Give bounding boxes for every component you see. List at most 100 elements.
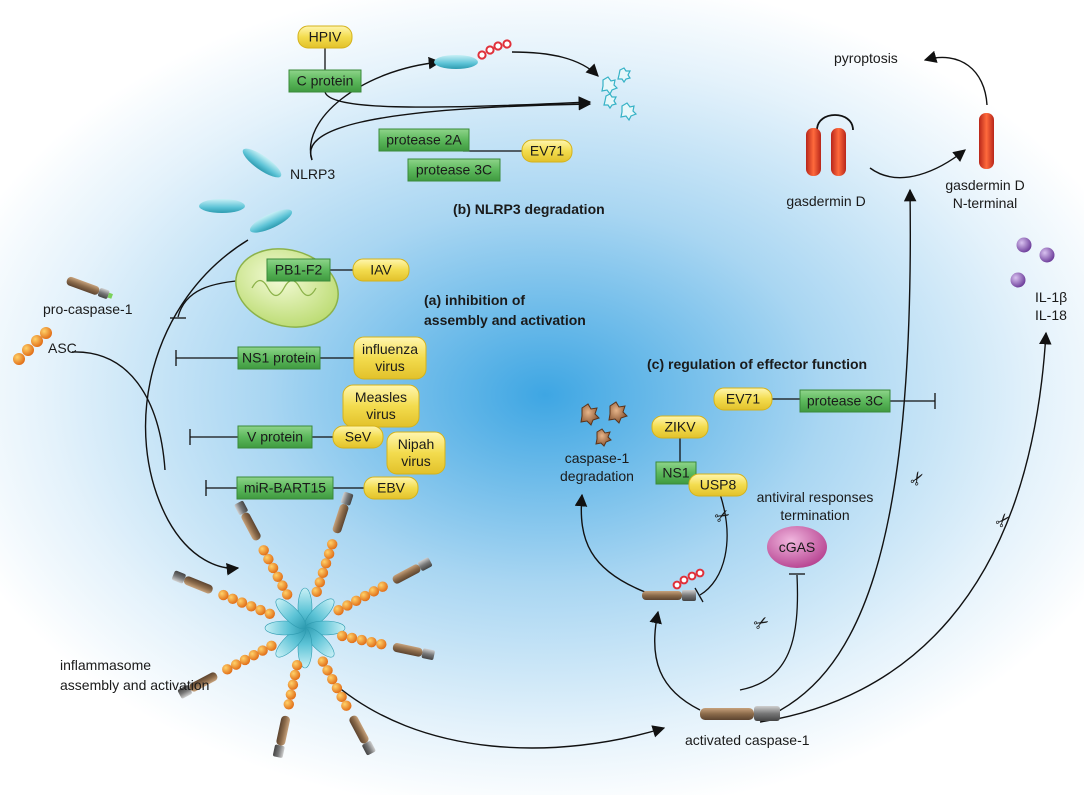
text-labels: NLRP3 pro-caspase-1 ASC (b) NLRP3 degrad… (43, 50, 1067, 748)
caspase-to-gasdermin-arrow (759, 188, 917, 721)
asc-bead (326, 539, 338, 550)
hpiv-box: HPIV (297, 25, 353, 49)
mir-bart15-box-text: miR-BART15 (244, 480, 326, 496)
pb1-f2-box: PB1-F2 (266, 258, 331, 282)
asc-bead (258, 545, 269, 556)
usp8-box: USP8 (688, 473, 748, 497)
caspase-degradation-line1: caspase-1 (565, 450, 630, 466)
gasdermin-cleavage-arrow (869, 149, 966, 179)
pro-caspase-1-icon (66, 276, 113, 299)
zikv-box-text: ZIKV (664, 419, 696, 435)
protease-3c-mid-box: protease 3C (799, 389, 891, 413)
asc-bead (351, 595, 362, 606)
nterm-to-pyroptosis-arrow (923, 50, 988, 106)
usp8-box-text: USP8 (700, 477, 737, 493)
ns1-box: NS1 (655, 461, 697, 485)
inflammasome-line1: inflammasome (60, 657, 151, 673)
antiviral-line2: termination (780, 507, 849, 523)
asc-bead (264, 608, 275, 619)
gasdermin-d-label: gasdermin D (786, 193, 865, 209)
asc-bead (331, 682, 343, 694)
nlrp3-monomer-1 (242, 148, 282, 178)
asc-bead (356, 634, 367, 646)
asc-to-inflammasome-curve (71, 351, 166, 471)
protease-2a-box: protease 2A (378, 128, 470, 152)
sev-box-text: SeV (345, 429, 372, 445)
asc-bead (272, 571, 283, 582)
asc-bead (266, 640, 277, 652)
cgas-label: cGAS (779, 539, 816, 555)
asc-bead (336, 691, 347, 703)
activated-caspase-1-icon (700, 706, 780, 721)
caspase-to-ubiquitinated-arrow (649, 610, 701, 711)
v-protein-box-text: V protein (247, 429, 303, 445)
asc-bead (281, 589, 293, 600)
asc-bead (246, 601, 257, 612)
usp8-inhibition-arc (699, 493, 728, 596)
measles-box-text-line2: virus (366, 406, 396, 422)
asc-bead (366, 636, 377, 648)
ubiquitin-chain-top (477, 39, 512, 60)
caspase-to-il-arrow (759, 331, 1052, 723)
caspase-arm-7 (177, 672, 218, 699)
protease-2a-box-text: protease 2A (386, 132, 462, 148)
caspase-arm-5 (349, 715, 376, 756)
gasdermin-nterm-line2: N-terminal (953, 195, 1018, 211)
ebv-box: EBV (363, 476, 419, 500)
asc-bead (277, 580, 288, 591)
inflammasome-complex (172, 491, 435, 758)
iav-box: IAV (352, 258, 410, 282)
asc-bead (368, 586, 380, 597)
protease-3c-top-box-text: protease 3C (416, 162, 492, 178)
inflammasome-line2: assembly and activation (60, 677, 209, 693)
asc-bead (263, 553, 274, 565)
pb1-f2-box-text: PB1-F2 (275, 262, 323, 278)
asc-bead (257, 645, 268, 656)
asc-label: ASC (48, 340, 77, 356)
influenza-box-text-line2: virus (375, 358, 405, 374)
caspase-arm-2 (332, 491, 354, 534)
asc-bead (285, 689, 297, 700)
ubiquitinated-caspase (642, 568, 705, 601)
nlrp3-fragments (601, 67, 638, 122)
asc-bead (239, 654, 251, 666)
asc-bead (323, 548, 335, 560)
mir-bart15-box: miR-BART15 (236, 476, 334, 500)
pro-caspase-label: pro-caspase-1 (43, 301, 133, 317)
asc-bead (327, 674, 338, 685)
ev71-top-box: EV71 (521, 139, 573, 163)
c-protein-to-degradation-arrow (324, 91, 592, 109)
asc-bead (333, 604, 344, 616)
asc-bead (359, 590, 371, 602)
asc-bead (322, 665, 333, 676)
ebv-box-text: EBV (377, 480, 406, 496)
sev-box: SeV (332, 425, 384, 449)
zikv-box: ZIKV (651, 415, 709, 439)
asc-bead (248, 650, 259, 661)
asc-bead (336, 630, 348, 642)
asc-bead (283, 699, 294, 710)
caspase-to-degradation-arrow (574, 493, 646, 593)
measles-box-text-line1: Measles (355, 389, 407, 405)
usp8-inhibition-bar (694, 587, 704, 603)
section-a-title-line2: assembly and activation (424, 312, 586, 328)
asc-bead (267, 562, 279, 574)
caspase-debris (580, 401, 628, 447)
pyroptosis-label: pyroptosis (834, 50, 898, 66)
v-protein-box: V protein (237, 425, 313, 449)
asc-bead (311, 586, 322, 598)
nlrp3-monomer-3 (249, 209, 293, 233)
asc-bead (230, 659, 242, 670)
ev71-mid-box: EV71 (713, 387, 773, 411)
nlrp3-to-ubiquitin-arrow (309, 56, 442, 161)
asc-bead (287, 679, 299, 690)
nipah-box-text-line2: virus (401, 453, 431, 469)
gasdermin-d-nterminal-icon (979, 113, 994, 169)
hpiv-box-text: HPIV (309, 29, 342, 45)
section-b-title: (b) NLRP3 degradation (453, 201, 605, 217)
influenza-box-text-line1: influenza (362, 341, 418, 357)
caspase-cgas-inhibition-arc (739, 574, 799, 691)
